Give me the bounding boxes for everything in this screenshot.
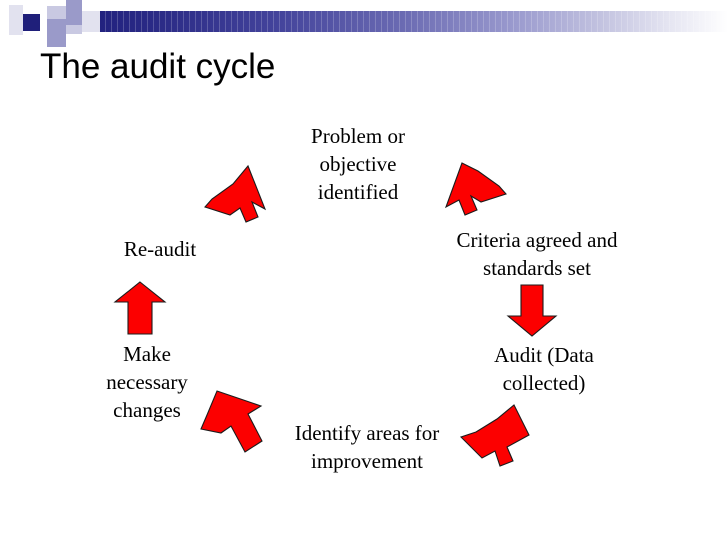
header-square-mid-lower: [47, 19, 66, 33]
arrow-down-icon: [505, 284, 559, 338]
cycle-label-audit: Audit (Data collected): [494, 343, 594, 395]
header-square-mid-tall: [66, 0, 82, 25]
cycle-label-criteria: Criteria agreed and standards set: [456, 228, 618, 280]
arrow-down-left-icon: [457, 403, 533, 473]
header-square-mid-bottom: [47, 33, 66, 47]
header-square-light-lower: [66, 25, 82, 34]
arrow-up-left-icon: [195, 389, 275, 459]
arrow-up-right-icon: [199, 164, 275, 230]
header-square-light-upper: [47, 6, 66, 19]
page-title: The audit cycle: [40, 47, 276, 86]
arrow-up-icon: [112, 280, 168, 336]
header-square-pale-right: [82, 11, 100, 32]
header-gradient-bar: [100, 11, 728, 32]
header-square-pale-left: [9, 5, 23, 35]
arrow-down-right-icon: [444, 161, 520, 231]
cycle-label-changes: Make necessary changes: [106, 342, 188, 422]
header-square-dark: [23, 14, 40, 31]
cycle-label-problem: Problem or objective identified: [311, 124, 405, 204]
cycle-label-identify: Identify areas for improvement: [294, 421, 440, 473]
cycle-label-reaudit: Re-audit: [123, 237, 197, 261]
